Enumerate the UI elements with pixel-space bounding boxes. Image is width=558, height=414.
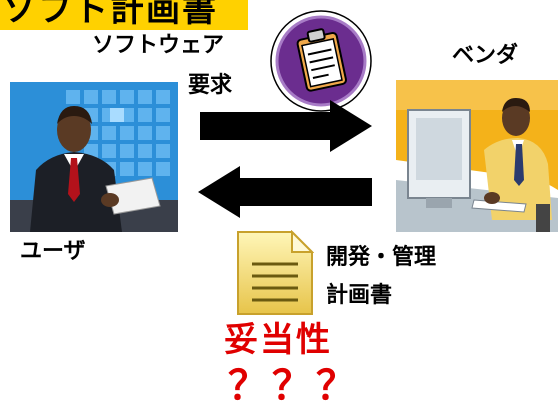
document-icon bbox=[237, 230, 314, 315]
document-label-line2: 計画書 bbox=[326, 283, 393, 308]
arrow-right bbox=[200, 100, 372, 152]
title-banner bbox=[0, 0, 248, 30]
user-clipart bbox=[10, 82, 178, 232]
vendor-label: ベンダ bbox=[452, 43, 519, 68]
request-label-line1: ソフトウェア bbox=[92, 33, 225, 58]
user-label: ユーザ bbox=[20, 239, 86, 264]
validity-label: 妥当性 bbox=[224, 320, 332, 360]
question-marks: ？？？ bbox=[228, 363, 360, 409]
request-label-line2: 要求 bbox=[188, 73, 233, 98]
arrow-left bbox=[198, 166, 372, 218]
clipboard-icon bbox=[270, 10, 372, 112]
document-label-line1: 開発・管理 bbox=[326, 245, 437, 270]
page-title: ソフト計画書 bbox=[2, 0, 218, 30]
vendor-clipart bbox=[396, 80, 558, 232]
